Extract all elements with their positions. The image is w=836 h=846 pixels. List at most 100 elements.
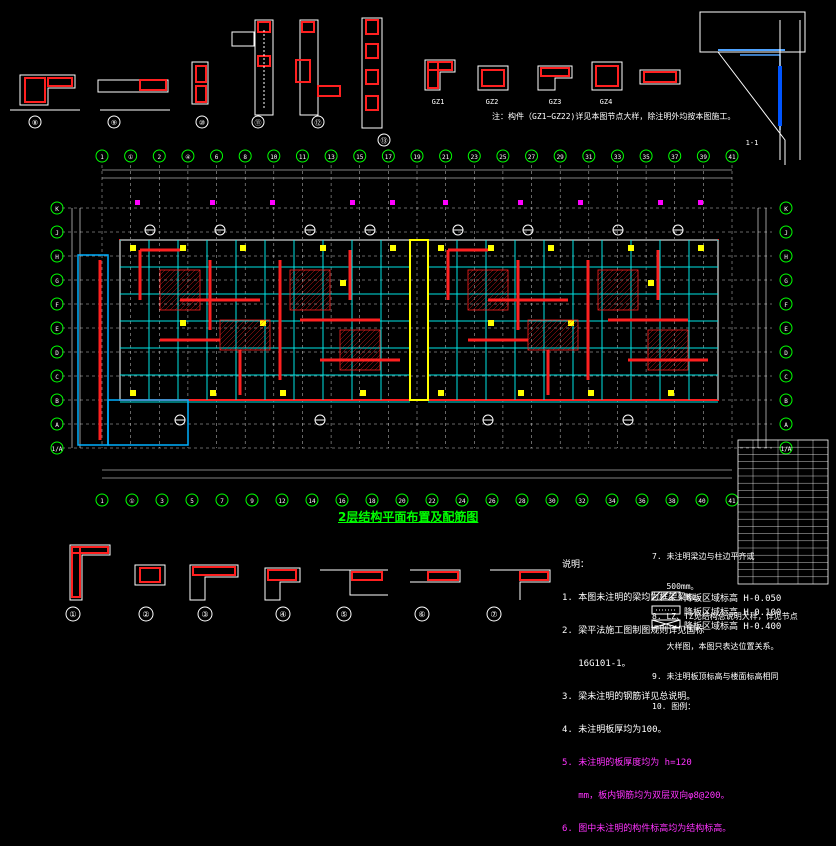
column	[698, 245, 704, 251]
axis-bubble-bottom	[545, 493, 559, 507]
left-wing	[77, 254, 109, 446]
axis-bubble-bottom	[335, 493, 349, 507]
axis-label-top: 2	[157, 154, 161, 161]
axis-label-top: 13	[327, 154, 335, 161]
slab-hatch	[597, 269, 624, 296]
axis-bubble-top	[95, 149, 109, 163]
slab-hatch	[467, 269, 489, 291]
detail-label: GZ1	[432, 98, 445, 106]
column	[390, 245, 396, 251]
slab-hatch	[632, 304, 639, 311]
axis-bubble-left	[50, 297, 64, 311]
column	[568, 320, 574, 326]
slab-hatch	[482, 284, 509, 311]
axis-label-left: B	[55, 398, 59, 405]
slab-hatch	[622, 294, 639, 311]
detail-8	[10, 74, 80, 111]
magenta-tag	[350, 200, 355, 205]
column-schedule-table	[737, 439, 829, 585]
detail-label: ⑨	[111, 119, 117, 127]
axis-bubble-bottom	[395, 493, 409, 507]
axis-label-bottom: 3	[160, 498, 164, 505]
slab-hatch	[184, 294, 201, 311]
slab-hatch	[289, 269, 306, 286]
slab-hatch	[607, 279, 639, 311]
slab-hatch	[339, 329, 351, 341]
core-column	[409, 239, 429, 401]
axis-label-bottom: 1	[100, 498, 104, 505]
top-note: 注：构件（GZ1~GZ22)详见本图节点大样，除注明外均按本图施工。	[492, 112, 736, 121]
slab-hatch	[542, 319, 574, 351]
slab-hatch	[259, 339, 271, 351]
column	[648, 280, 654, 286]
magenta-tag	[698, 200, 703, 205]
slab-hatch	[527, 319, 549, 341]
detail-label: ⑩	[199, 119, 205, 127]
axis-label-right: G	[784, 278, 788, 285]
slab-hatch	[647, 329, 669, 351]
axis-label-top: 35	[642, 154, 650, 161]
slab-hatch	[189, 299, 201, 311]
slab-hatch	[349, 339, 381, 371]
axis-label-right: F	[784, 302, 788, 309]
plan-body	[77, 200, 719, 446]
axis-label-top: 29	[557, 154, 565, 161]
slab-hatch	[229, 319, 261, 351]
axis-bubble-right	[779, 441, 793, 455]
bottom-detail-sections	[69, 544, 551, 601]
axis-bubble-left	[50, 225, 64, 239]
axis-label-left: C	[55, 374, 59, 381]
slab-hatch	[309, 289, 331, 311]
top-detail-labels-text: ⑧ ⑨ ⑩ ⑪ ⑫ ⑬ GZ1 GZ2 GZ3 GZ4 1-1	[32, 98, 758, 147]
detail-label: ③	[201, 610, 208, 619]
column	[130, 390, 136, 396]
slab-hatch	[264, 344, 271, 351]
axis-bubble-top	[210, 149, 224, 163]
detail-13	[361, 17, 383, 129]
gz-details	[424, 59, 681, 91]
axis-bubble-top	[467, 149, 481, 163]
axis-bubble-bottom	[455, 493, 469, 507]
note-line: 9. 未注明板顶标高与楼面标高相同	[652, 672, 779, 681]
axis-label-bottom: 9	[250, 498, 254, 505]
slab-hatch	[647, 329, 664, 346]
detail-10	[191, 61, 209, 105]
detail-label: ⑦	[490, 610, 497, 619]
slab-hatch	[299, 279, 331, 311]
axis-bubble-left	[50, 345, 64, 359]
slab-hatch	[547, 319, 579, 351]
detail-label: GZ3	[549, 98, 562, 106]
axis-bubble-left	[50, 441, 64, 455]
slab-hatch	[567, 339, 579, 351]
slab-hatch	[502, 304, 509, 311]
column	[240, 245, 246, 251]
legend-item: 降板区域标高 H-0.400	[684, 622, 782, 632]
note-line: 10. 图例：	[652, 702, 696, 711]
slab-hatch	[492, 294, 509, 311]
axis-label-left: G	[55, 278, 59, 285]
slab-hatch	[527, 319, 534, 326]
detail-label: ⑬	[381, 137, 388, 145]
slab-hatch	[249, 329, 271, 351]
axis-label-top: 23	[471, 154, 479, 161]
axis-bubble-bottom	[125, 493, 139, 507]
top-detail-circle-labels	[28, 115, 391, 147]
axis-label-top: 17	[385, 154, 393, 161]
axis-bubble-bottom	[215, 493, 229, 507]
slab-hatch	[472, 274, 509, 311]
slab-hatch	[467, 269, 504, 306]
axis-bubble-right	[779, 321, 793, 335]
detail-label: ①	[69, 610, 76, 619]
slab-hatch	[682, 364, 689, 371]
axis-label-bottom: 32	[578, 498, 586, 505]
axis-label-bottom: 36	[638, 498, 646, 505]
note-line: 1. 本图未注明的梁均为框架梁KL。	[562, 593, 707, 603]
axis-bubble-top	[725, 149, 739, 163]
axis-label-bottom: 18	[368, 498, 376, 505]
slab-hatch	[354, 344, 381, 371]
bottom-detail-labels-text: ① ② ③ ④ ⑤ ⑥ ⑦	[69, 610, 497, 619]
column	[488, 320, 494, 326]
left-wing	[107, 399, 189, 446]
axis-label-top: 1	[100, 154, 104, 161]
axis-label-left: A	[55, 422, 59, 429]
